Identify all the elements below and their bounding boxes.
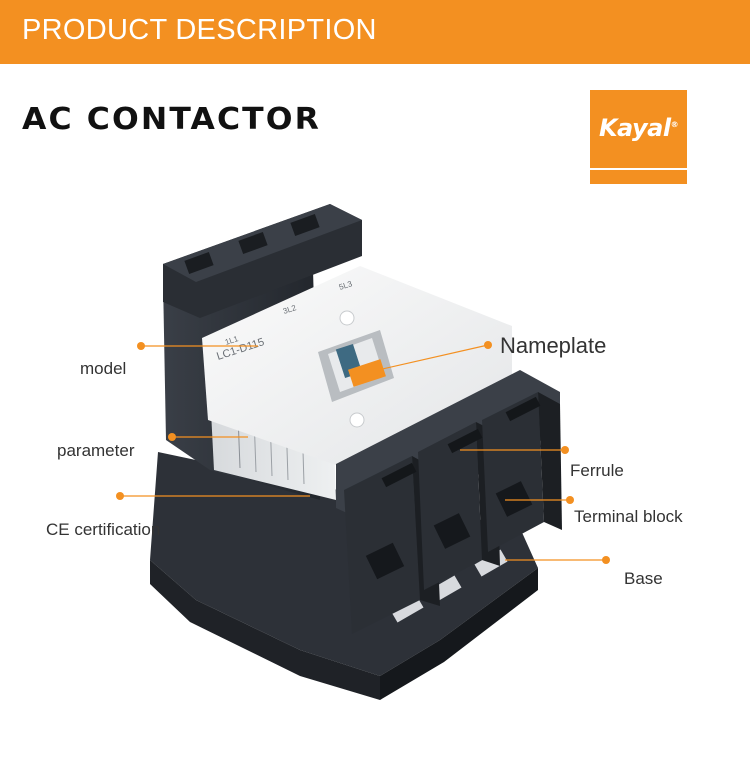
label-parameter: parameter [57,441,135,460]
label-ce-certification: CE certification [46,520,161,539]
label-base: Base [624,569,663,588]
terminal-mark-1: 1L1 [224,334,240,347]
label-nameplate: Nameplate [500,333,607,358]
front-terminal-blocks [336,370,562,634]
logo-text: Kayal® [590,114,687,142]
logo-underline [590,170,687,184]
product-title: AC CONTACTOR [22,102,321,137]
header-bar [0,0,750,64]
label-terminal-block: Terminal block [574,507,683,526]
label-model: model [80,359,127,378]
label-ferrule: Ferrule [570,461,624,480]
logo-badge [590,90,687,168]
brand-logo: Kayal® [590,90,687,184]
registered-mark: ® [670,120,679,129]
terminal-mark-3: 5L3 [338,279,354,292]
logo-brand: Kayal [598,114,671,142]
terminal-mark-2: 3L2 [282,303,298,316]
rear-terminal-rail [163,204,362,318]
header-title: PRODUCT DESCRIPTION [22,14,377,46]
